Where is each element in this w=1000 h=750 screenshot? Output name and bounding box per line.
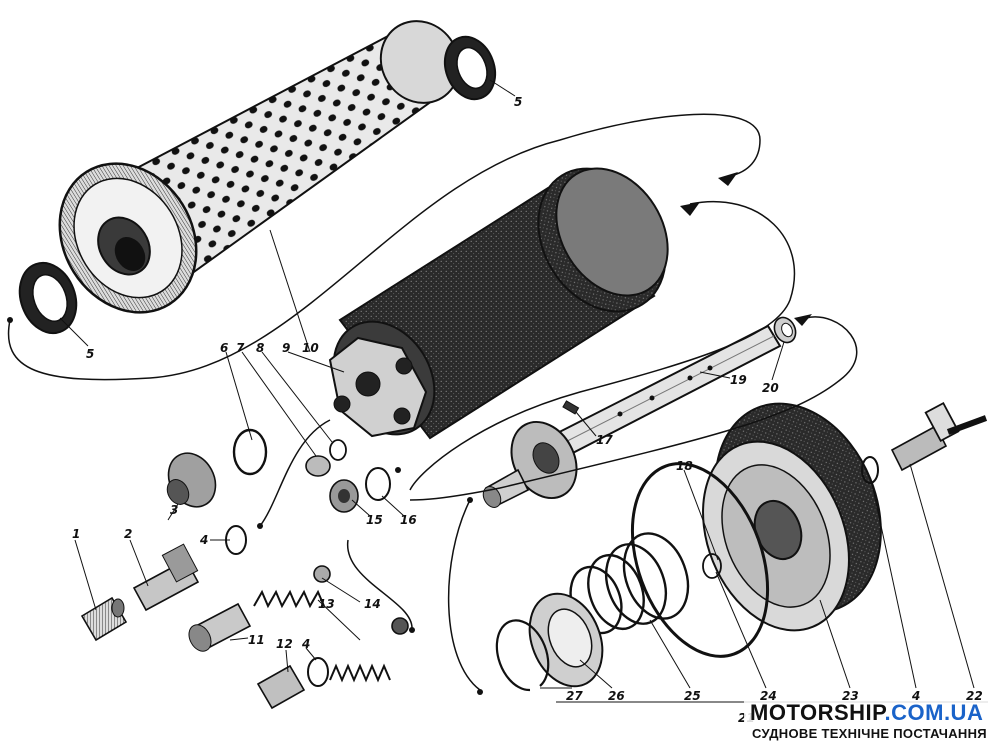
flow-arrowheads	[7, 172, 812, 695]
callout-15: 15	[366, 513, 383, 527]
washer-6	[232, 428, 268, 476]
callout-5b: 5	[86, 347, 94, 361]
callout-26: 26	[608, 689, 625, 703]
callout-1: 1	[72, 527, 80, 541]
watermark: MOTORSHIP.COM.UA СУДНОВЕ ТЕХНІЧНЕ ПОСТАЧ…	[744, 700, 994, 744]
plug-7	[305, 455, 331, 477]
callout-2: 2	[124, 527, 132, 541]
callout-18: 18	[676, 459, 693, 473]
valve-body-11	[188, 602, 252, 652]
flow-arrows	[7, 113, 858, 691]
ball-14-upper	[313, 565, 331, 583]
callout-6: 6	[220, 341, 228, 355]
leader-lines	[59, 79, 988, 703]
housing-flange	[328, 336, 428, 438]
washer-4-right	[861, 456, 879, 484]
drain-plug-22	[890, 401, 988, 472]
seal-ring-24	[702, 553, 722, 579]
callout-16: 16	[400, 513, 417, 527]
watermark-tagline: СУДНОВЕ ТЕХНІЧНЕ ПОСТАЧАННЯ	[752, 726, 987, 741]
spring-13-upper	[253, 589, 325, 609]
callout-27: 27	[566, 689, 583, 703]
callout-4a: 4	[199, 533, 208, 547]
seal-ring-lower	[18, 261, 78, 335]
callout-23: 23	[842, 689, 859, 703]
callout-11: 11	[248, 633, 265, 647]
circlip-27	[495, 619, 550, 692]
callout-7: 7	[236, 341, 245, 355]
callout-19: 19	[730, 373, 747, 387]
callout-3: 3	[170, 503, 178, 517]
callout-24: 24	[760, 689, 777, 703]
watermark-brand-main: MOTORSHIP	[750, 700, 886, 725]
union-body-2	[132, 543, 200, 612]
filter-housing	[328, 167, 669, 440]
callout-4b: 4	[301, 637, 310, 651]
washer-16	[365, 467, 391, 501]
callout-13: 13	[318, 597, 335, 611]
seal-ring-18	[630, 462, 770, 658]
housing-cover	[702, 402, 882, 632]
fitting-3	[166, 452, 217, 508]
callout-9: 9	[282, 341, 290, 355]
spring-seat-26	[528, 592, 604, 688]
callout-17: 17	[596, 433, 613, 447]
watermark-brand: MOTORSHIP.COM.UA	[750, 700, 983, 725]
callout-labels: 1 2 3 4 5 5 6 7 8 9 10 11 12 4 13 14 15 …	[72, 95, 983, 725]
callout-8: 8	[256, 341, 264, 355]
callout-10: 10	[302, 341, 319, 355]
cap-nut-1	[80, 596, 128, 642]
callout-12: 12	[276, 637, 293, 651]
washer-4-lower	[307, 657, 329, 687]
callout-5a: 5	[514, 95, 522, 109]
nut-15	[329, 479, 359, 513]
watermark-brand-domain: .COM.UA	[885, 700, 984, 725]
filter-element	[58, 20, 461, 314]
ring-20	[773, 316, 797, 344]
seal-ring-upper	[443, 35, 497, 101]
plug-12	[256, 664, 306, 710]
callout-20: 20	[762, 381, 779, 395]
callout-22: 22	[966, 689, 983, 703]
callout-4c: 4	[911, 689, 920, 703]
spring-25	[569, 532, 690, 635]
washer-8	[329, 439, 347, 461]
spring-13-lower	[329, 663, 391, 683]
central-tube	[482, 324, 782, 508]
callout-25: 25	[684, 689, 701, 703]
callout-14: 14	[364, 597, 381, 611]
ball-14-lower	[391, 617, 409, 635]
